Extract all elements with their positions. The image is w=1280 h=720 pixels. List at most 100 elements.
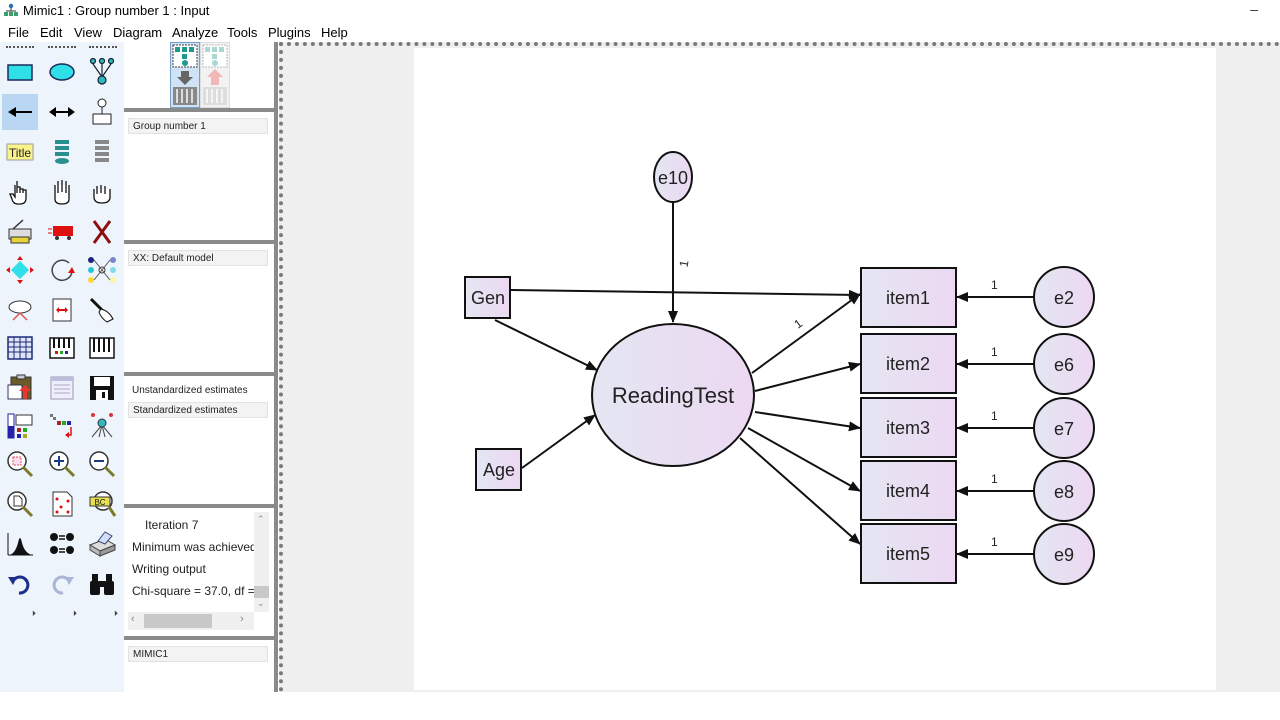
horizontal-scrollbar[interactable]: ‹ › [128, 612, 254, 630]
standardized-estimates-option[interactable]: Standardized estimates [128, 402, 268, 418]
panel-splitter[interactable] [124, 240, 274, 244]
calculate-estimates-icon[interactable] [84, 330, 120, 366]
view-output-path-diagram-icon[interactable] [200, 42, 230, 108]
path-gen-to-readingtest[interactable] [494, 319, 598, 371]
draw-path-icon[interactable] [2, 94, 38, 130]
scroll-icon[interactable] [44, 292, 80, 328]
path-weight-e7[interactable]: 1 [991, 409, 998, 423]
analysis-properties-icon[interactable] [44, 330, 80, 366]
undo-icon[interactable] [2, 566, 38, 602]
draw-covariance-icon[interactable] [44, 94, 80, 130]
path-weight-e10[interactable]: 1 [677, 259, 692, 268]
scroll-left-icon[interactable]: ‹ [131, 613, 135, 625]
change-shape-icon[interactable] [2, 252, 38, 288]
minimize-button[interactable]: – [1250, 1, 1258, 17]
menu-help[interactable]: Help [321, 25, 348, 40]
menu-plugins[interactable]: Plugins [268, 25, 311, 40]
figure-caption-icon[interactable]: Title [2, 134, 38, 170]
latent-node-readingtest[interactable] [591, 323, 755, 467]
touch-up-icon[interactable] [84, 292, 120, 328]
scroll-down-icon[interactable]: ⌄ [257, 598, 265, 608]
file-list-item[interactable]: MIMIC1 [128, 646, 268, 662]
copy-to-clipboard-icon[interactable] [2, 370, 38, 406]
more-tools-icon[interactable]: ⏵ [32, 609, 36, 618]
list-variables-in-dataset-icon[interactable] [84, 134, 120, 170]
specification-search-icon[interactable] [84, 566, 120, 602]
drag-properties-icon[interactable] [44, 408, 80, 444]
list-variables-in-model-icon[interactable] [44, 134, 80, 170]
group-list-item[interactable]: Group number 1 [128, 118, 268, 134]
print-icon[interactable] [84, 526, 120, 562]
select-all-objects-icon[interactable] [44, 174, 80, 210]
pane-splitter[interactable] [274, 42, 278, 692]
zoom-in-area-icon[interactable] [2, 446, 38, 482]
redo-icon[interactable] [44, 566, 80, 602]
observed-node-item3[interactable] [860, 397, 957, 458]
more-tools-icon[interactable]: ⏵ [73, 609, 77, 618]
path-readingtest-to-item2[interactable] [754, 361, 861, 392]
toolbar-grip[interactable] [6, 46, 34, 50]
model-list-item[interactable]: XX: Default model [128, 250, 268, 266]
more-tools-icon[interactable]: ⏵ [114, 609, 118, 618]
toolbar-grip[interactable] [48, 46, 76, 50]
preserve-symmetries-icon[interactable] [84, 408, 120, 444]
scrollbar-thumb[interactable] [254, 586, 269, 598]
select-data-files-icon[interactable] [2, 330, 38, 366]
erase-objects-icon[interactable] [84, 214, 120, 250]
error-node-e2[interactable] [1033, 266, 1095, 328]
save-diagram-icon[interactable] [84, 370, 120, 406]
deselect-all-objects-icon[interactable] [84, 174, 120, 210]
view-text-icon[interactable] [44, 370, 80, 406]
observed-node-item5[interactable] [860, 523, 957, 584]
observed-node-age[interactable] [475, 448, 522, 491]
panel-splitter[interactable] [124, 504, 274, 508]
draw-unobserved-variable-icon[interactable] [44, 54, 80, 90]
path-weight-e8[interactable]: 1 [991, 472, 998, 486]
object-properties-icon[interactable] [2, 408, 38, 444]
path-gen-to-item1[interactable] [510, 289, 861, 300]
draw-observed-variable-icon[interactable] [2, 54, 38, 90]
select-one-object-icon[interactable] [2, 174, 38, 210]
path-readingtest-to-item5[interactable] [739, 437, 861, 545]
observed-node-item1[interactable] [860, 267, 957, 328]
rotate-indicators-icon[interactable] [44, 252, 80, 288]
reflect-indicators-icon[interactable] [84, 252, 120, 288]
menu-diagram[interactable]: Diagram [113, 25, 163, 40]
observed-node-gen[interactable] [464, 276, 511, 319]
zoom-out-icon[interactable] [84, 446, 120, 482]
path-weight-e9[interactable]: 1 [991, 535, 998, 549]
vertical-scrollbar[interactable]: ⌃ ⌄ [254, 512, 269, 612]
magnifying-glass-icon[interactable]: BC [84, 486, 120, 522]
page-area[interactable] [414, 48, 1216, 690]
path-age-to-readingtest[interactable] [521, 414, 596, 469]
path-weight-e6[interactable]: 1 [991, 345, 998, 359]
zoom-page-icon[interactable] [2, 486, 38, 522]
path-readingtest-to-item3[interactable] [754, 411, 861, 432]
menu-edit[interactable]: Edit [40, 25, 63, 40]
fit-to-page-icon[interactable] [44, 486, 80, 522]
zoom-in-icon[interactable] [44, 446, 80, 482]
path-weight-e2[interactable]: 1 [991, 278, 998, 292]
toolbar-grip[interactable] [89, 46, 117, 50]
scroll-up-icon[interactable]: ⌃ [257, 514, 265, 524]
path-readingtest-to-item4[interactable] [747, 427, 861, 492]
move-parameter-icon[interactable] [2, 292, 38, 328]
error-node-e8[interactable] [1033, 460, 1095, 522]
error-node-e9[interactable] [1033, 523, 1095, 585]
panel-splitter[interactable] [124, 108, 274, 112]
menu-tools[interactable]: Tools [227, 25, 258, 40]
observed-node-item4[interactable] [860, 460, 957, 521]
duplicate-objects-icon[interactable] [2, 214, 38, 250]
unstandardized-estimates-option[interactable]: Unstandardized estimates [132, 385, 248, 396]
panel-splitter[interactable] [124, 636, 274, 640]
error-node-e6[interactable] [1033, 333, 1095, 395]
multiple-group-analysis-icon[interactable] [44, 526, 80, 562]
draw-latent-indicator-icon[interactable] [84, 54, 120, 90]
bayesian-estimation-icon[interactable] [2, 526, 38, 562]
add-unique-variable-icon[interactable] [84, 94, 120, 130]
error-node-e10[interactable] [653, 151, 693, 203]
scroll-right-icon[interactable]: › [240, 613, 244, 625]
menu-view[interactable]: View [74, 25, 102, 40]
view-input-path-diagram-icon[interactable] [170, 42, 200, 108]
menu-analyze[interactable]: Analyze [172, 25, 219, 40]
